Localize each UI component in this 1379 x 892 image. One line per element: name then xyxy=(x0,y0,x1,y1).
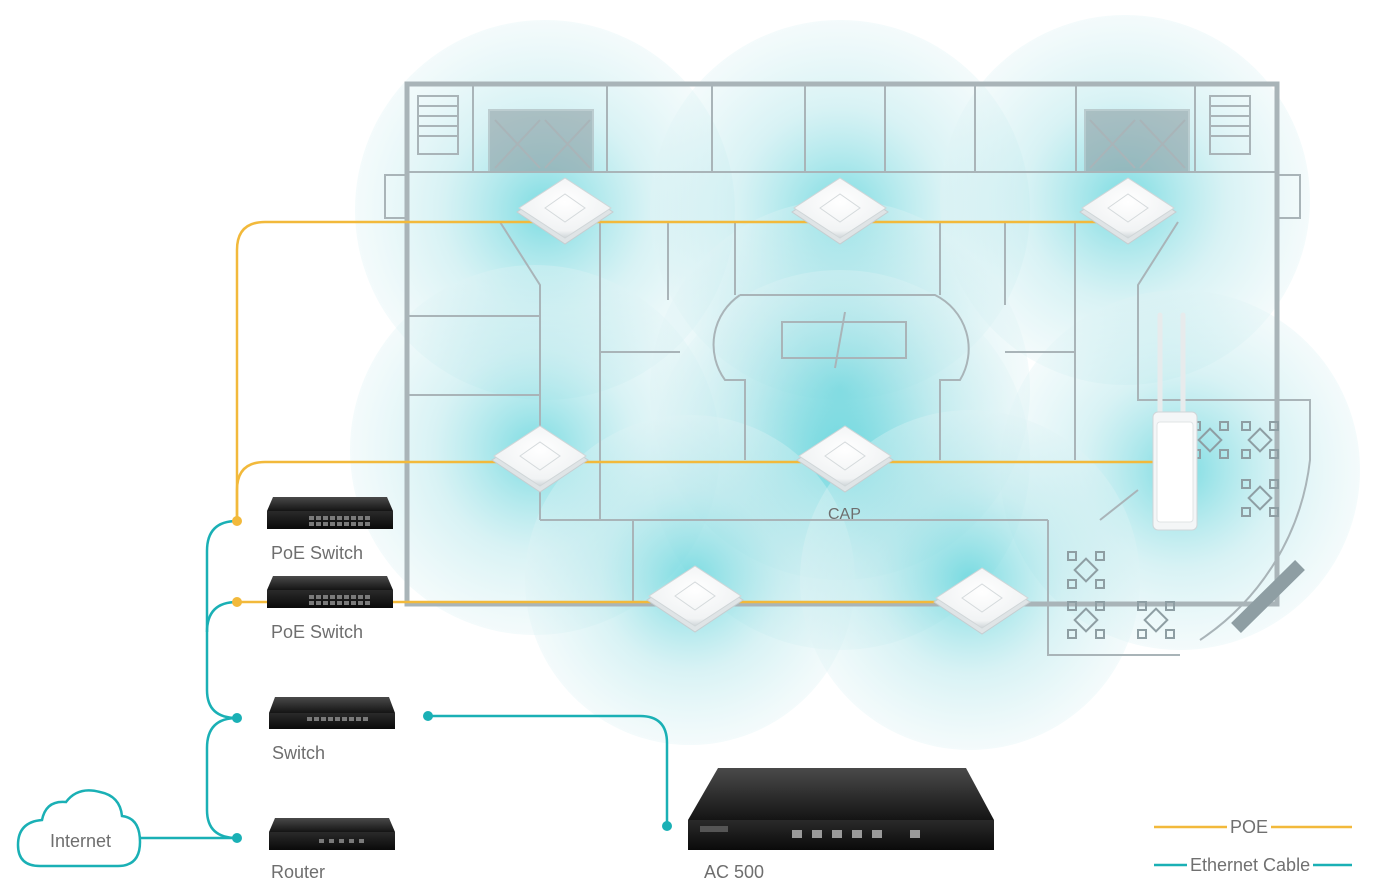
floor-plan xyxy=(384,81,1311,656)
connection-dots xyxy=(232,516,672,843)
access-points xyxy=(491,177,1198,635)
outdoor-ap xyxy=(1152,312,1198,531)
internet-label: Internet xyxy=(50,831,112,851)
poe-switch-2-label: PoE Switch xyxy=(271,622,364,642)
ceiling-ap xyxy=(516,177,614,245)
table-sets xyxy=(1067,421,1279,639)
legend-ethernet-label: Ethernet Cable xyxy=(1187,856,1314,874)
cap-label: CAP xyxy=(828,506,861,523)
ceiling-ap xyxy=(1079,177,1177,245)
ceiling-ap xyxy=(646,565,744,633)
legend-poe-label: POE xyxy=(1227,818,1272,836)
internet-cloud-icon xyxy=(16,789,142,868)
poe-switch-1-label: PoE Switch xyxy=(271,543,364,563)
poe-lines xyxy=(235,220,1160,604)
cap-ap xyxy=(796,425,894,493)
poe-switch-2-device xyxy=(267,576,393,608)
ac500-label: AC 500 xyxy=(704,862,765,882)
router-device xyxy=(269,818,395,850)
ceiling-ap xyxy=(491,425,589,493)
router-label: Router xyxy=(271,862,326,882)
ceiling-ap xyxy=(933,567,1031,635)
switch-device xyxy=(269,697,395,729)
ac500-controller-device xyxy=(688,768,994,850)
poe-switch-1-device xyxy=(267,497,393,529)
switch-label: Switch xyxy=(272,743,326,763)
ceiling-ap xyxy=(791,177,889,245)
